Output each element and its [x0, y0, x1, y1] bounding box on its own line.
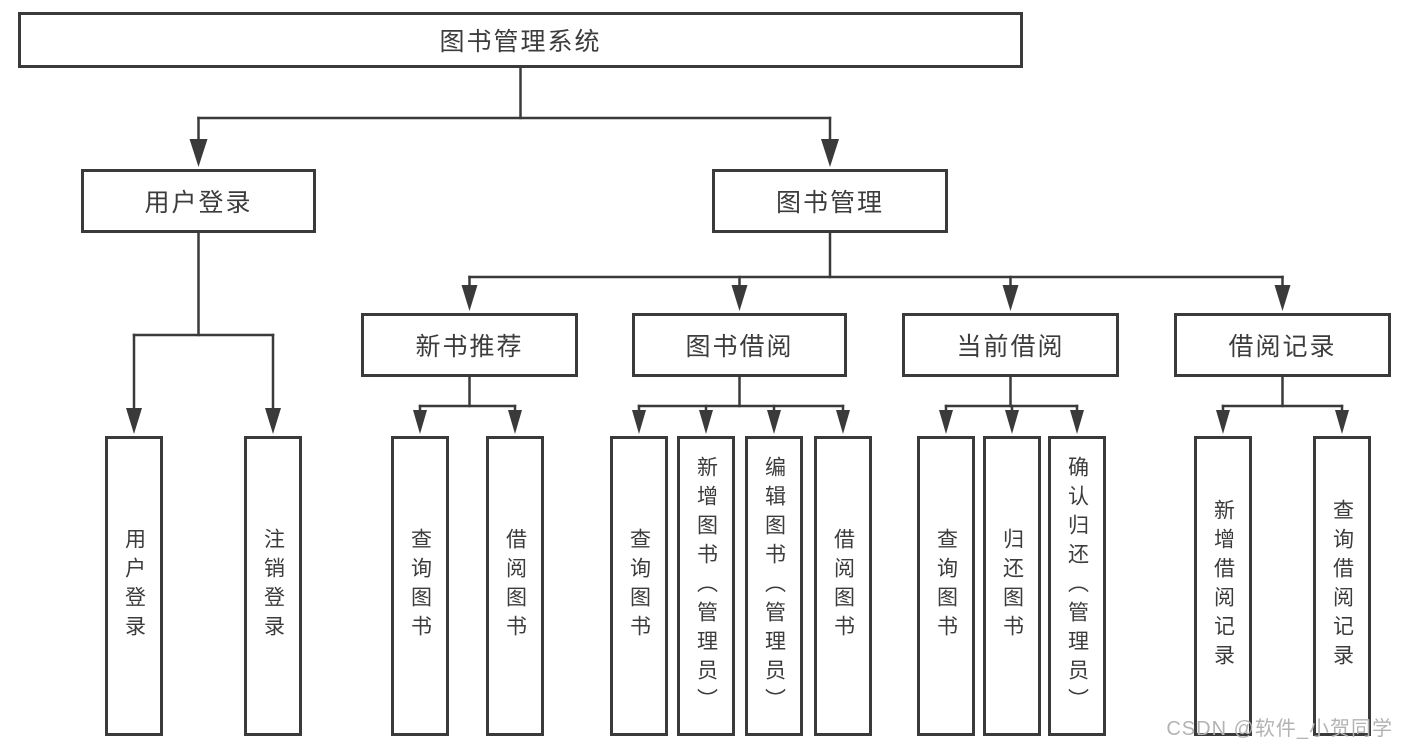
node-leaf-logout: 注销登录	[244, 436, 302, 736]
arrowhead-down-icon	[126, 408, 142, 434]
node-label: 当前借阅	[956, 333, 1065, 361]
arrowhead-down-icon	[939, 410, 953, 434]
node-label: 借阅图书	[831, 528, 855, 644]
connector-current-borrow	[939, 373, 1084, 434]
watermark: CSDN @软件_小贺同学	[1166, 718, 1393, 740]
connector-new-book-rec	[413, 373, 522, 434]
arrowhead-down-icon	[461, 285, 478, 311]
arrowhead-down-icon	[836, 410, 850, 434]
node-label: 新书推荐	[415, 333, 524, 361]
node-label: 查询借阅记录	[1330, 499, 1354, 673]
connector-user-login	[126, 229, 281, 434]
node-label: 借阅记录	[1228, 333, 1337, 361]
connector-book-borrow	[632, 373, 850, 434]
node-label: 借阅图书	[503, 528, 527, 644]
node-label: 新增借阅记录	[1211, 499, 1235, 673]
node-label: 查询图书	[408, 528, 432, 644]
node-label: 归还图书	[1000, 528, 1024, 644]
node-user-login: 用户登录	[81, 169, 316, 233]
node-label: 确认归还（管理员）	[1065, 455, 1089, 717]
node-leaf-user-login: 用户登录	[105, 436, 163, 736]
arrowhead-down-icon	[508, 410, 522, 434]
node-label: 用户登录	[122, 528, 146, 644]
node-edit-books-admin: 编辑图书（管理员）	[745, 436, 803, 736]
arrowhead-down-icon	[1005, 410, 1019, 434]
node-confirm-return-admin: 确认归还（管理员）	[1048, 436, 1106, 736]
node-label: 图书借阅	[685, 333, 794, 361]
node-label: 图书管理系统	[439, 28, 602, 56]
node-add-borrow-record: 新增借阅记录	[1194, 436, 1252, 736]
node-label: 用户登录	[144, 189, 253, 217]
connector-book-mgmt	[461, 229, 1291, 311]
arrowhead-down-icon	[1335, 410, 1349, 434]
node-label: 新增图书（管理员）	[694, 455, 718, 717]
connector-borrow-record	[1216, 373, 1349, 434]
arrowhead-down-icon	[1274, 285, 1291, 311]
arrowhead-down-icon	[265, 408, 281, 434]
node-label: 查询图书	[627, 528, 651, 644]
arrowhead-down-icon	[1070, 410, 1084, 434]
node-query-books-2: 查询图书	[610, 436, 668, 736]
node-borrow-books-1: 借阅图书	[486, 436, 544, 736]
arrowhead-down-icon	[1216, 410, 1230, 434]
arrowhead-down-icon	[1002, 285, 1019, 311]
node-label: 注销登录	[261, 528, 285, 644]
node-return-books: 归还图书	[983, 436, 1041, 736]
node-borrow-record: 借阅记录	[1174, 313, 1391, 377]
arrowhead-down-icon	[699, 410, 713, 434]
node-query-books-3: 查询图书	[917, 436, 975, 736]
arrowhead-down-icon	[189, 139, 208, 167]
node-query-borrow-record: 查询借阅记录	[1313, 436, 1371, 736]
node-label: 编辑图书（管理员）	[762, 455, 786, 717]
node-query-books-1: 查询图书	[391, 436, 449, 736]
arrowhead-down-icon	[731, 285, 748, 311]
node-add-books-admin: 新增图书（管理员）	[677, 436, 735, 736]
node-new-book-rec: 新书推荐	[361, 313, 578, 377]
arrowhead-down-icon	[413, 410, 427, 434]
arrowhead-down-icon	[821, 139, 839, 167]
node-current-borrow: 当前借阅	[902, 313, 1119, 377]
node-label: 查询图书	[934, 528, 958, 644]
node-root: 图书管理系统	[18, 12, 1023, 68]
node-book-mgmt: 图书管理	[712, 169, 948, 233]
node-label: 图书管理	[775, 189, 884, 217]
connector-root	[189, 64, 839, 167]
node-borrow-books-2: 借阅图书	[814, 436, 872, 736]
arrowhead-down-icon	[767, 410, 781, 434]
arrowhead-down-icon	[632, 410, 646, 434]
node-book-borrow: 图书借阅	[632, 313, 847, 377]
